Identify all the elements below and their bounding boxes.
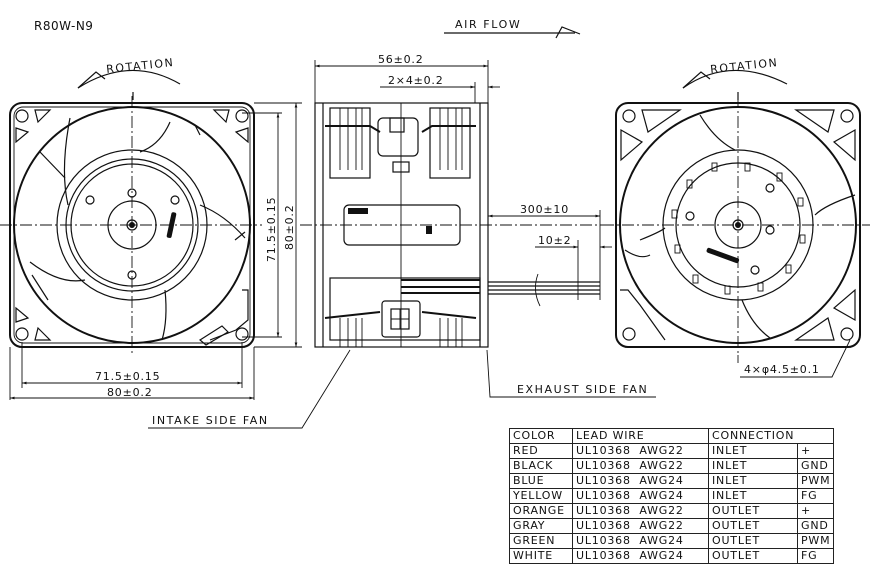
depth-dim: 56±0.2	[378, 53, 424, 66]
header-color: COLOR	[509, 428, 573, 444]
air-flow-label: AIR FLOW	[455, 18, 521, 31]
intake-side-fan-label: INTAKE SIDE FAN	[152, 414, 269, 427]
lead-length-dim: 300±10	[520, 203, 569, 216]
cell-lead-wire: UL10368 AWG24	[572, 533, 709, 549]
header-lead-wire: LEAD WIRE	[572, 428, 709, 444]
cell-lead-wire: UL10368 AWG22	[572, 458, 709, 474]
cell-lead-wire: UL10368 AWG22	[572, 443, 709, 459]
table-row: RED UL10368 AWG22 INLET +	[509, 443, 835, 459]
left-width-dimensions: 71.5±0.15 80±0.2 INTAKE SIDE FAN	[9, 342, 351, 429]
air-flow-arrow-icon	[555, 26, 581, 39]
table-row: ORANGE UL10368 AWG22 OUTLET +	[509, 503, 835, 519]
rotation-label-right: ROTATION	[710, 56, 779, 76]
cell-color: WHITE	[509, 548, 573, 564]
strip-length-dim: 10±2	[538, 234, 571, 247]
lead-wires	[488, 281, 600, 295]
exhaust-fan-view: ROTATION	[602, 56, 870, 378]
rotation-label-left: ROTATION	[106, 56, 175, 76]
table-row: BLUE UL10368 AWG24 INLET PWM	[509, 473, 835, 489]
cell-side: OUTLET	[708, 503, 798, 519]
lead-wire-table: COLOR LEAD WIRE CONNECTION RED UL10368 A…	[509, 428, 835, 564]
table-header-row: COLOR LEAD WIRE CONNECTION	[509, 428, 835, 444]
cell-color: GRAY	[509, 518, 573, 534]
table-row: GRAY UL10368 AWG22 OUTLET GND	[509, 518, 835, 534]
side-view: 56±0.2 2×4±0.2	[300, 53, 656, 398]
exhaust-side-fan-label: EXHAUST SIDE FAN	[517, 383, 648, 396]
cell-side: INLET	[708, 488, 798, 504]
cell-lead-wire: UL10368 AWG24	[572, 473, 709, 489]
cell-signal: PWM	[796, 473, 835, 489]
cell-signal: +	[796, 503, 835, 519]
air-flow-indicator: AIR FLOW	[444, 18, 581, 39]
rotation-arrow-icon	[77, 69, 181, 89]
cell-signal: PWM	[796, 533, 835, 549]
left-height-dimensions: 71.5±0.15 80±0.2	[242, 102, 302, 348]
cell-lead-wire: UL10368 AWG24	[572, 488, 709, 504]
height-inner-dim: 71.5±0.15	[265, 197, 278, 262]
cell-signal: GND	[796, 518, 835, 534]
cell-lead-wire: UL10368 AWG24	[572, 548, 709, 564]
cell-side: INLET	[708, 458, 798, 474]
table-row: WHITE UL10368 AWG24 OUTLET FG	[509, 548, 835, 564]
flange-dim: 2×4±0.2	[388, 74, 444, 87]
width-outer-dim: 80±0.2	[107, 386, 153, 399]
cell-side: OUTLET	[708, 518, 798, 534]
cell-signal: +	[796, 443, 835, 459]
cell-color: BLUE	[509, 473, 573, 489]
header-connection: CONNECTION	[707, 428, 835, 444]
intake-fan-view: ROTATION	[0, 56, 262, 355]
cell-color: BLACK	[509, 458, 573, 474]
cell-signal: FG	[796, 488, 835, 504]
cell-color: GREEN	[509, 533, 573, 549]
table-row: GREEN UL10368 AWG24 OUTLET PWM	[509, 533, 835, 549]
cell-lead-wire: UL10368 AWG22	[572, 518, 709, 534]
mounting-hole-dim: 4×φ4.5±0.1	[744, 363, 820, 376]
cell-color: YELLOW	[509, 488, 573, 504]
table-row: BLACK UL10368 AWG22 INLET GND	[509, 458, 835, 474]
cell-side: INLET	[708, 443, 798, 459]
cell-side: OUTLET	[708, 548, 798, 564]
table-row: YELLOW UL10368 AWG24 INLET FG	[509, 488, 835, 504]
cell-color: RED	[509, 443, 573, 459]
cell-side: OUTLET	[708, 533, 798, 549]
cell-signal: FG	[796, 548, 835, 564]
rotation-arrow-icon	[682, 69, 788, 89]
height-outer-dim: 80±0.2	[283, 204, 296, 250]
cell-color: ORANGE	[509, 503, 573, 519]
cell-side: INLET	[708, 473, 798, 489]
cell-lead-wire: UL10368 AWG22	[572, 503, 709, 519]
model-number: R80W-N9	[34, 19, 93, 33]
width-inner-dim: 71.5±0.15	[95, 370, 160, 383]
cell-signal: GND	[796, 458, 835, 474]
